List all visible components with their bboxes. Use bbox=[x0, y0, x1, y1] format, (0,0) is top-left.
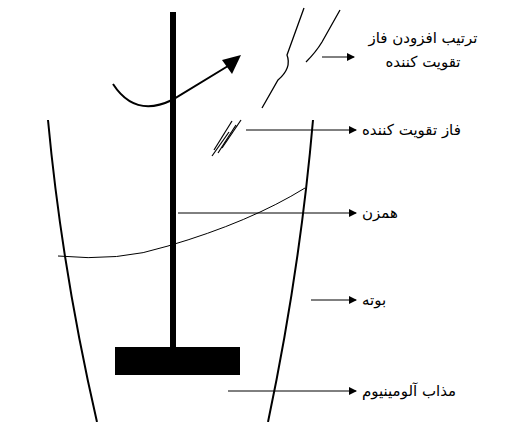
stirrer-shaft bbox=[170, 12, 176, 349]
feeder bbox=[306, 10, 340, 62]
feeder bbox=[262, 8, 304, 108]
callout-label: بوته bbox=[362, 288, 386, 312]
crucible-wall bbox=[268, 120, 313, 422]
callout-label: ترتیب افزودن فاز تقویت کننده bbox=[362, 26, 484, 74]
callout-label: فاز تقویت کننده bbox=[362, 118, 461, 142]
melt-surface bbox=[58, 188, 305, 258]
leader-arrows bbox=[178, 57, 356, 391]
arrowhead bbox=[222, 55, 241, 74]
reinforcement-particles bbox=[212, 120, 241, 156]
callout-label: همزن bbox=[362, 201, 398, 225]
crucible-wall bbox=[48, 120, 97, 422]
rotation-arrow bbox=[113, 66, 228, 106]
stirrer-paddle bbox=[115, 347, 240, 375]
callout-label: مذاب آلومینیوم bbox=[362, 379, 456, 403]
